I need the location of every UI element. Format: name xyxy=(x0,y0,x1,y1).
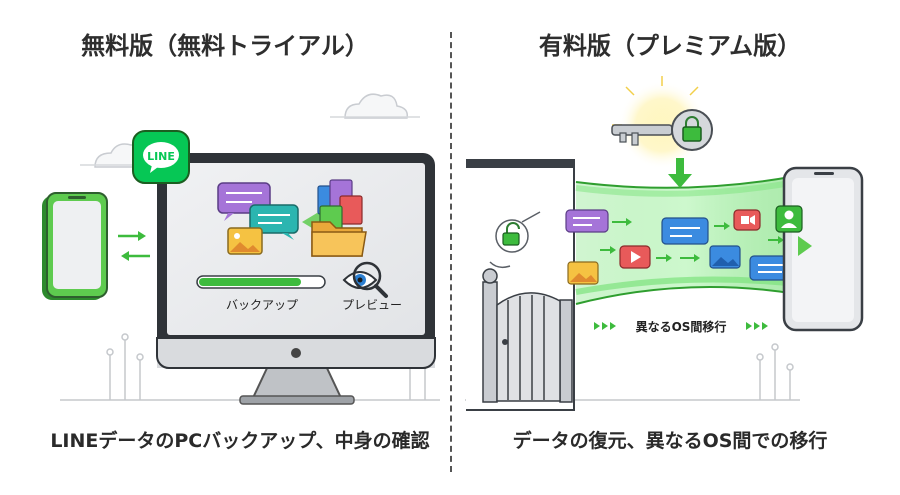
video-camera-icon xyxy=(733,209,761,231)
chat-bubble-icon xyxy=(661,217,709,245)
preview-label: プレビュー xyxy=(342,298,402,312)
folder-icon xyxy=(311,221,367,257)
premium-version-caption: データの復元、異なるOS間での移行 xyxy=(512,430,828,452)
padlock-icon xyxy=(682,116,702,142)
chat-bubble-icon xyxy=(565,209,609,233)
free-version-caption: LINEデータのPCバックアップ、中身の確認 xyxy=(50,430,430,452)
line-badge-text: LINE xyxy=(147,150,175,163)
backup-progress-fill xyxy=(199,278,301,286)
line-app-icon: LINE xyxy=(132,130,190,184)
video-play-icon xyxy=(619,245,651,269)
open-gate xyxy=(482,268,573,403)
backup-label: バックアップ xyxy=(226,298,298,312)
backup-progress-bar xyxy=(196,275,326,289)
beam-arrow-head xyxy=(798,236,812,256)
transfer-chevrons xyxy=(594,322,768,330)
chat-bubble-icon xyxy=(249,204,299,240)
smartphone xyxy=(42,192,108,300)
eye-magnifier-icon xyxy=(342,261,388,298)
unlocked-padlock-icon xyxy=(489,211,541,269)
file-icon xyxy=(317,179,363,235)
down-arrow-icon xyxy=(668,158,692,188)
image-icon xyxy=(227,227,263,255)
panel-divider xyxy=(450,32,452,472)
image-icon xyxy=(567,261,599,285)
image-icon xyxy=(709,245,741,269)
free-version-title: 無料版（無料トライアル） xyxy=(81,32,369,60)
contact-icon xyxy=(775,205,803,233)
smartphone xyxy=(782,166,864,332)
sync-arrows-icon xyxy=(118,231,150,261)
transfer-label: 異なるOS間移行 xyxy=(636,319,727,334)
premium-version-title: 有料版（プレミアム版） xyxy=(538,32,802,60)
flow-arrows xyxy=(600,218,784,262)
